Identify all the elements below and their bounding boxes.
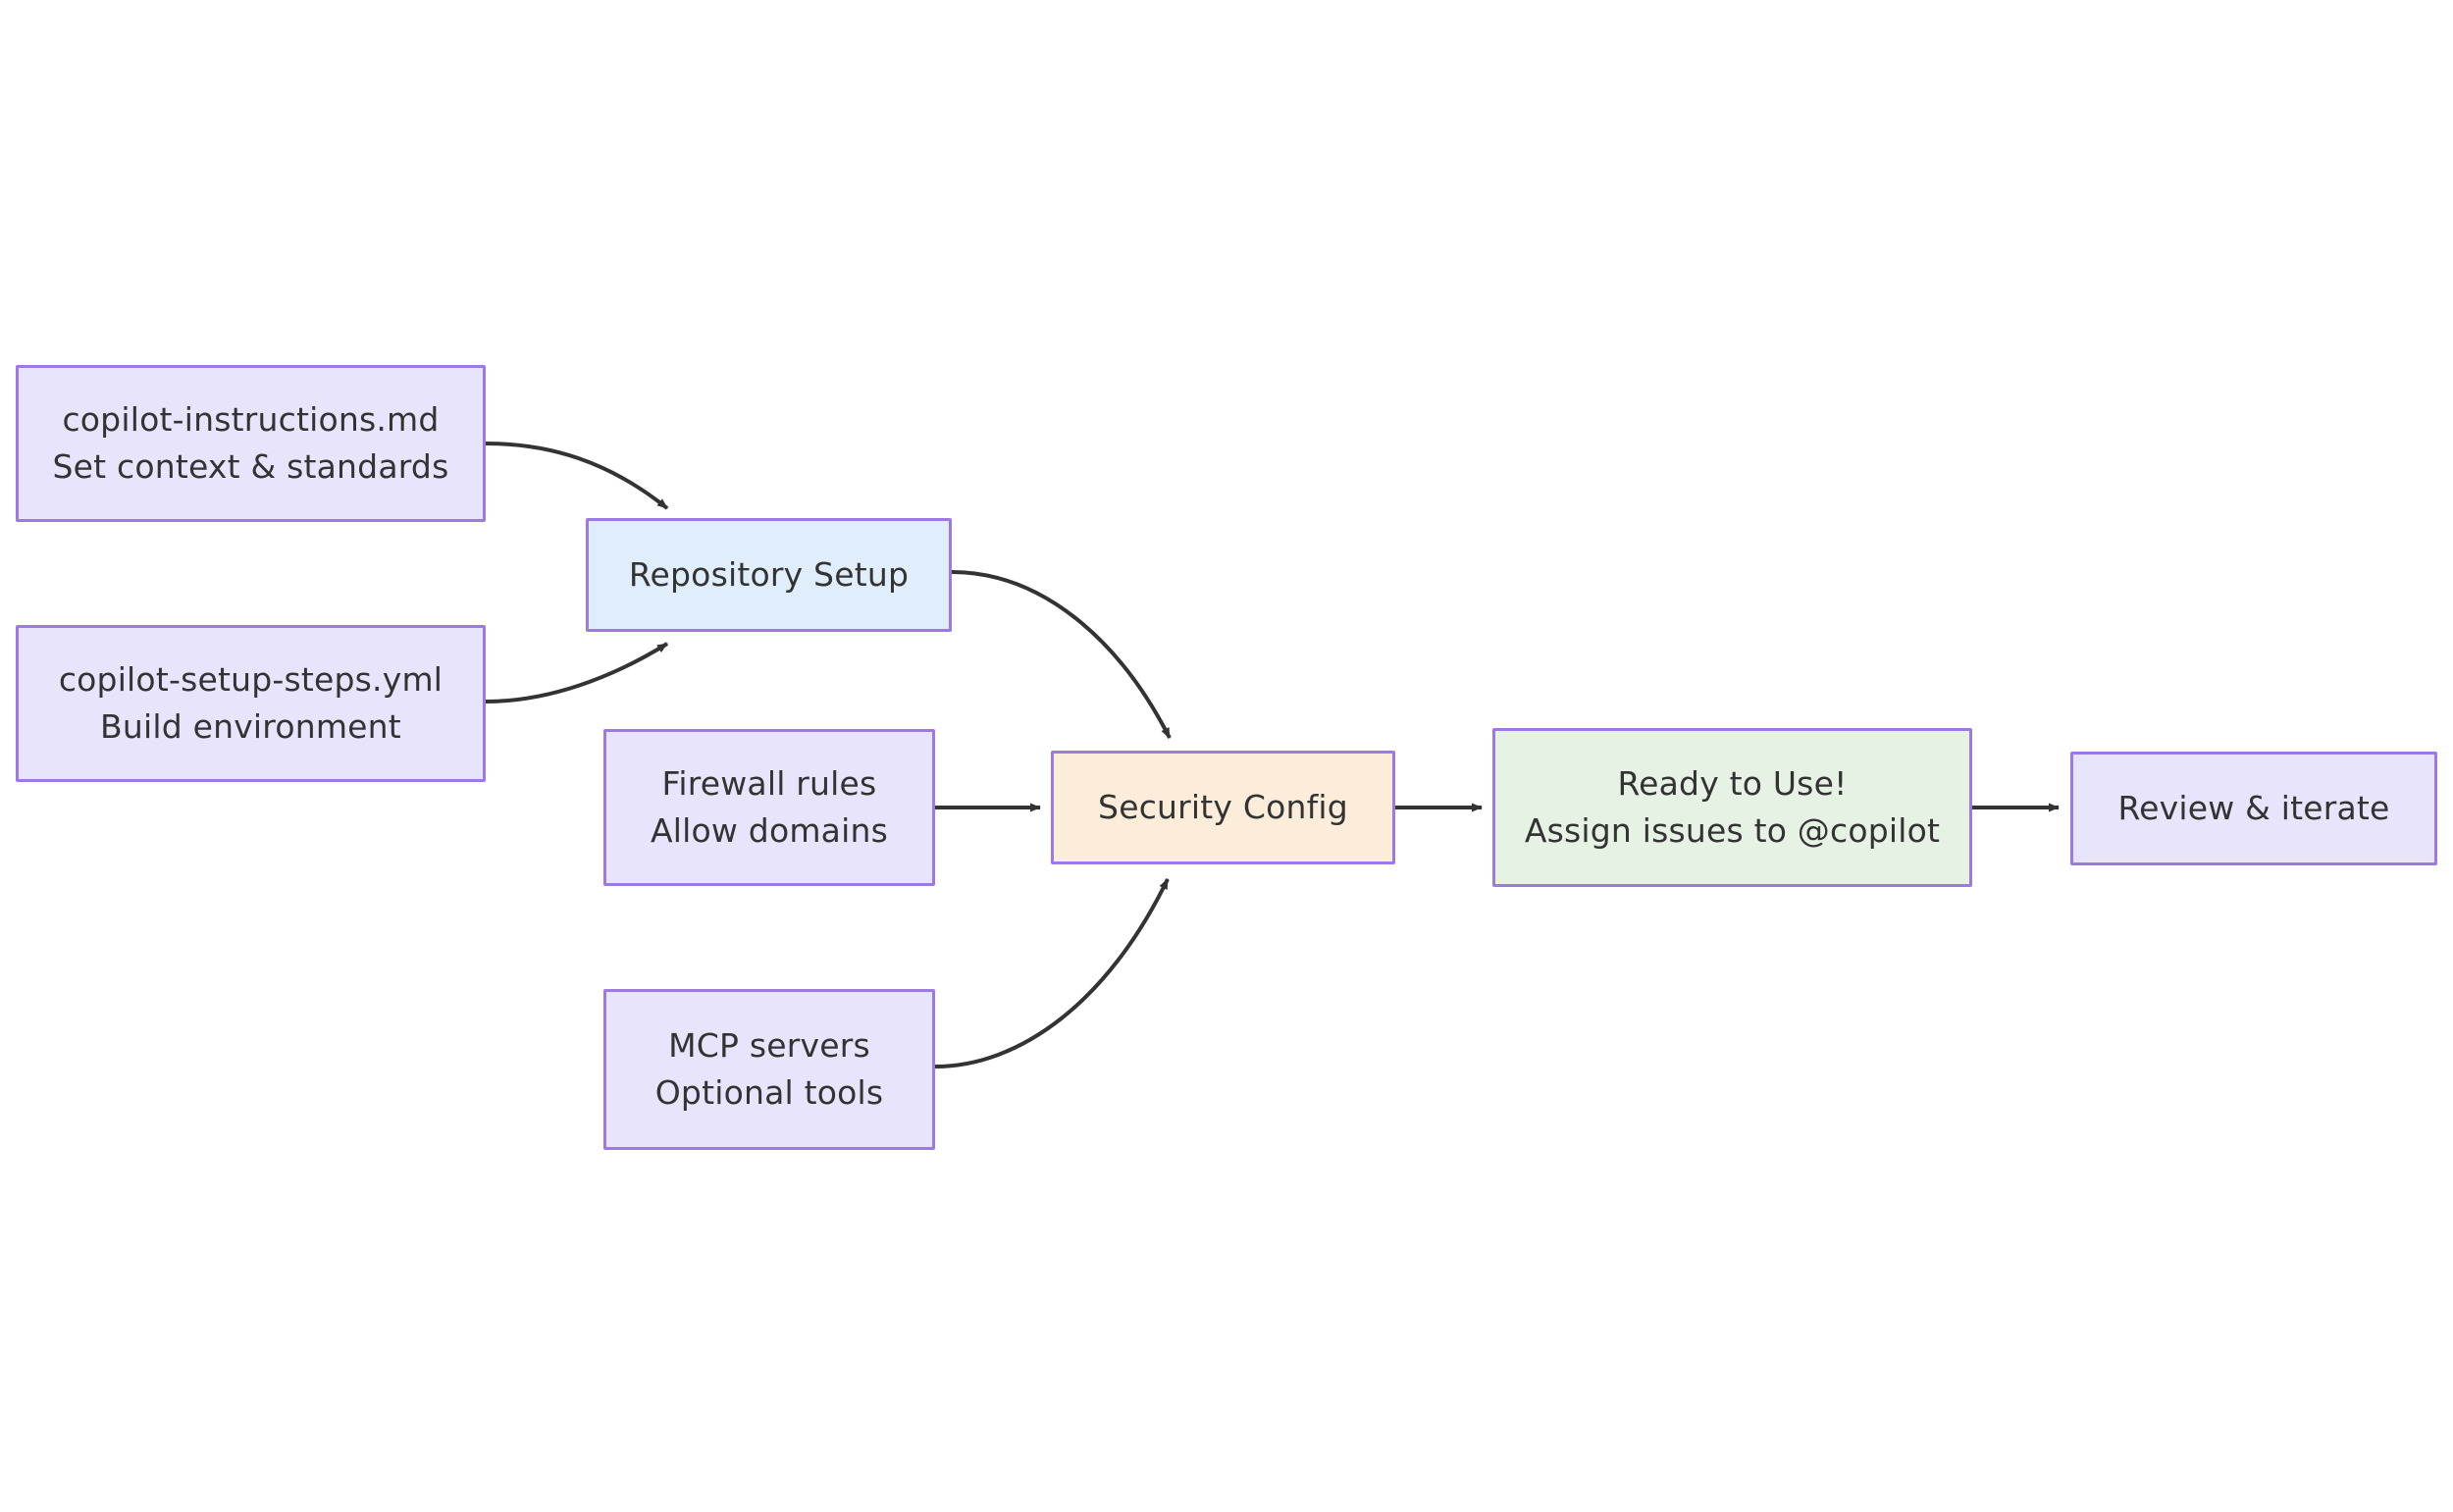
node-firewall-rules[interactable]: Firewall rules Allow domains xyxy=(603,729,935,886)
node-label-line: Assign issues to @copilot xyxy=(1524,811,1941,850)
node-label-line: copilot-setup-steps.yml xyxy=(58,660,444,700)
node-label-line: Review & iterate xyxy=(2117,789,2390,828)
node-label-line: Optional tools xyxy=(654,1073,884,1112)
edge-instructions-to-repo xyxy=(485,442,669,510)
edge-repo-to-security xyxy=(951,570,1172,739)
node-label-line: Repository Setup xyxy=(628,555,910,595)
node-review-iterate[interactable]: Review & iterate xyxy=(2070,752,2437,865)
node-label-line: Ready to Use! xyxy=(1617,764,1848,804)
node-repository-setup[interactable]: Repository Setup xyxy=(586,518,952,632)
node-label-line: Firewall rules xyxy=(661,764,877,804)
node-security-config[interactable]: Security Config xyxy=(1051,751,1395,864)
node-label-line: Security Config xyxy=(1098,788,1348,827)
node-label-line: Build environment xyxy=(100,707,401,746)
node-label-line: copilot-instructions.md xyxy=(62,400,440,440)
edge-setupsteps-to-repo xyxy=(485,642,669,704)
node-label-line: MCP servers xyxy=(668,1026,870,1066)
node-label-line: Allow domains xyxy=(651,811,888,850)
node-ready-to-use[interactable]: Ready to Use! Assign issues to @copilot xyxy=(1492,728,1972,887)
node-copilot-setup-steps[interactable]: copilot-setup-steps.yml Build environmen… xyxy=(16,625,486,782)
edge-mcp-to-security xyxy=(934,878,1170,1069)
node-copilot-instructions[interactable]: copilot-instructions.md Set context & st… xyxy=(16,365,486,522)
node-mcp-servers[interactable]: MCP servers Optional tools xyxy=(603,989,935,1150)
node-label-line: Set context & standards xyxy=(52,447,449,486)
